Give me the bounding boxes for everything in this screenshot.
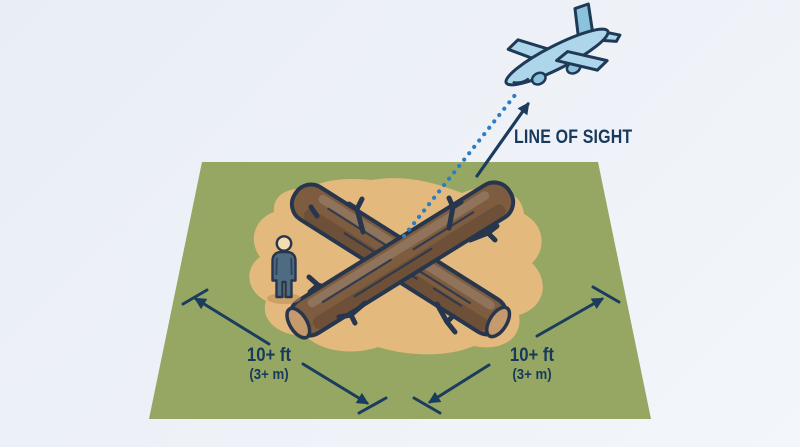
dimension-tick <box>591 285 621 304</box>
log-branches <box>336 195 500 326</box>
person-head <box>275 235 293 252</box>
dimension-meters-text: (3+ m) <box>512 366 552 383</box>
person-icon <box>267 235 301 304</box>
dimension-feet-text: 10+ ft <box>246 345 292 366</box>
plane-engine <box>530 71 547 86</box>
line-of-sight-label: LINE OF SIGHT <box>514 127 633 148</box>
person-body <box>271 250 297 299</box>
log-b <box>285 180 516 340</box>
dimension-arrow-right <box>412 285 621 415</box>
airplane-icon <box>504 2 622 87</box>
plane-cockpit <box>512 77 530 84</box>
dimension-label-right: 10+ ft (3+ m) <box>495 345 569 383</box>
dimension-tick <box>181 288 209 306</box>
person-shadow <box>267 293 301 304</box>
dimension-tick <box>357 396 388 415</box>
dimension-tick <box>412 396 442 415</box>
dimension-feet-text: 10+ ft <box>509 345 555 366</box>
crossed-logs-x-signal <box>285 180 516 340</box>
plane-fuselage <box>504 27 610 87</box>
dotted-sight-line <box>401 87 522 239</box>
dimension-meters-text: (3+ m) <box>249 366 289 383</box>
dimension-arrow-left <box>181 288 388 415</box>
line-of-sight-arrow <box>475 102 530 178</box>
dimension-label-left: 10+ ft (3+ m) <box>232 345 306 383</box>
plane-near-wing <box>555 50 609 72</box>
